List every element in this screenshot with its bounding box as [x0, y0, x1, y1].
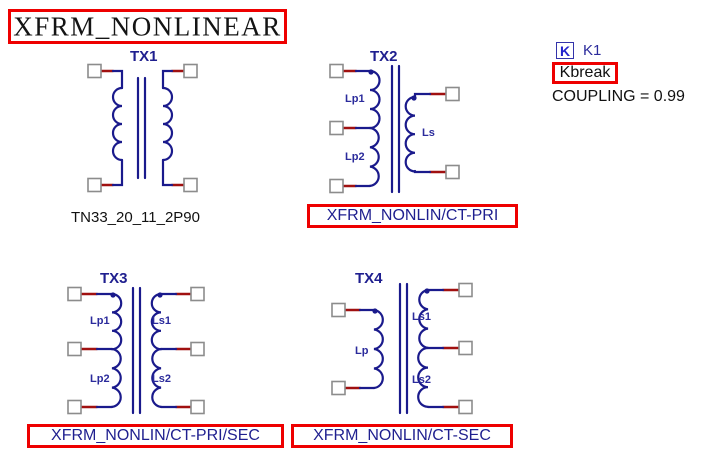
- part-tx2-symbol: [329, 63, 460, 194]
- coil-label-tx3-lp1: Lp1: [90, 315, 110, 327]
- refdes-tx1[interactable]: TX1: [130, 48, 158, 65]
- title-banner: XFRM_NONLINEAR: [8, 9, 287, 44]
- coil-label-tx2-lp2: Lp2: [345, 151, 365, 163]
- model-label-k1-text: Kbreak: [559, 64, 611, 81]
- refdes-tx4[interactable]: TX4: [355, 270, 383, 287]
- part-tx1-symbol: [87, 63, 198, 193]
- coil-label-tx3-ls1: Ls1: [152, 315, 171, 327]
- model-label-tx3[interactable]: XFRM_NONLIN/CT-PRI/SEC: [27, 424, 284, 448]
- model-label-tx2[interactable]: XFRM_NONLIN/CT-PRI: [307, 204, 518, 228]
- coil-label-tx3-ls2: Ls2: [152, 373, 171, 385]
- coil-label-tx2-ls: Ls: [422, 127, 435, 139]
- coupling-attribute[interactable]: COUPLING = 0.99: [552, 88, 685, 105]
- refdes-k1[interactable]: K1: [583, 42, 602, 59]
- coil-label-tx3-lp2: Lp2: [90, 373, 110, 385]
- refdes-tx3[interactable]: TX3: [100, 270, 128, 287]
- refdes-tx2[interactable]: TX2: [370, 48, 398, 65]
- coil-label-tx4-ls1: Ls1: [412, 311, 431, 323]
- model-label-tx4-text: XFRM_NONLIN/CT-SEC: [313, 427, 491, 444]
- model-label-tx2-text: XFRM_NONLIN/CT-PRI: [326, 207, 499, 224]
- k-glyph-icon: K: [559, 42, 571, 59]
- model-label-tx4[interactable]: XFRM_NONLIN/CT-SEC: [291, 424, 513, 448]
- part-tx4-symbol: [331, 282, 473, 415]
- model-label-tx1[interactable]: TN33_20_11_2P90: [71, 209, 200, 226]
- coil-label-tx4-lp: Lp: [355, 345, 369, 357]
- part-tx3-symbol: [67, 286, 205, 415]
- coil-label-tx4-ls2: Ls2: [412, 374, 431, 386]
- coil-label-tx2-lp1: Lp1: [345, 93, 365, 105]
- model-label-tx3-text: XFRM_NONLIN/CT-PRI/SEC: [51, 427, 260, 444]
- title-banner-text: XFRM_NONLINEAR: [13, 11, 282, 41]
- coupling-symbol[interactable]: K: [556, 42, 574, 59]
- model-label-k1[interactable]: Kbreak: [552, 62, 618, 84]
